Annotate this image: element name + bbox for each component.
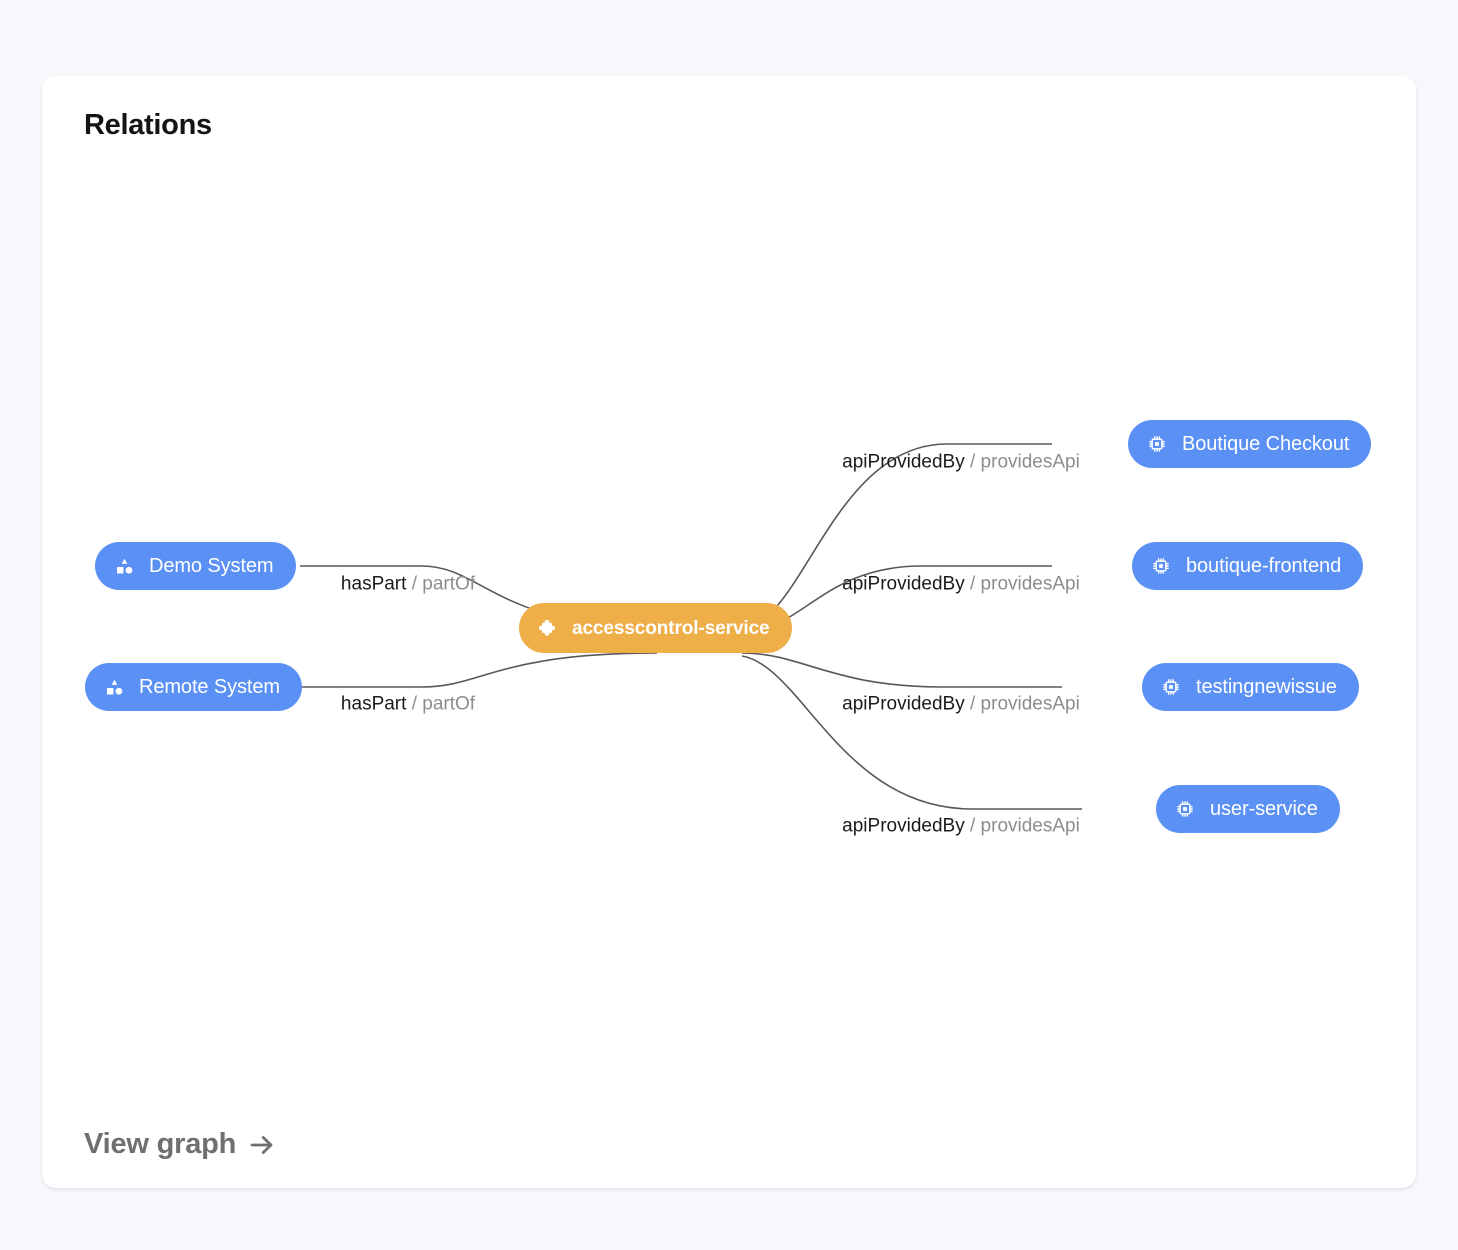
graph-node-label: boutique-frontend (1186, 555, 1342, 577)
edge-label-demo-system: hasPart / partOf (341, 575, 475, 594)
edge-label-forward: hasPart (340, 693, 407, 715)
edge-label-reverse: providesApi (980, 815, 1080, 837)
graph-node-accesscontrol-service[interactable]: accesscontrol-service (519, 603, 792, 653)
edge-label-reverse: providesApi (980, 693, 1080, 715)
edge-remote-system (300, 652, 658, 688)
view-graph-link[interactable]: View graph (84, 1128, 277, 1161)
graph-node-label: Remote System (139, 676, 280, 698)
edge-label-separator: / (411, 573, 417, 595)
graph-node-boutique-frontend[interactable]: boutique-frontend (1132, 542, 1364, 590)
edge-label-separator: / (969, 693, 976, 715)
relations-graph: Demo System Remote System (42, 76, 1416, 1188)
edge-label-forward: apiProvidedBy (842, 693, 965, 715)
edge-label-reverse: partOf (422, 573, 476, 595)
edge-label-forward: hasPart (340, 573, 407, 595)
graph-node-label: testingnewissue (1196, 676, 1337, 698)
shapes-icon (103, 676, 125, 698)
edge-testingnewissue (741, 652, 1062, 688)
arrow-right-icon (247, 1130, 277, 1160)
edge-label-boutique-frontend: apiProvidedBy / providesApi (842, 575, 1080, 594)
page-title: Relations (84, 109, 212, 141)
edge-label-separator: / (411, 693, 417, 715)
edge-label-forward: apiProvidedBy (842, 815, 965, 837)
puzzle-piece-icon (537, 617, 559, 639)
edge-label-forward: apiProvidedBy (842, 573, 965, 595)
graph-node-boutique-checkout[interactable]: Boutique Checkout (1128, 420, 1372, 468)
edge-label-forward: apiProvidedBy (842, 451, 965, 473)
edge-label-reverse: partOf (422, 693, 476, 715)
edge-label-remote-system: hasPart / partOf (341, 695, 475, 714)
edge-label-user-service: apiProvidedBy / providesApi (842, 817, 1080, 836)
graph-node-demo-system[interactable]: Demo System (95, 542, 296, 590)
edge-label-separator: / (969, 573, 976, 595)
view-graph-label: View graph (84, 1128, 237, 1160)
shapes-icon (113, 555, 135, 577)
edge-user-service (741, 655, 1082, 810)
graph-node-label: Demo System (149, 555, 274, 577)
cpu-chip-icon (1174, 798, 1196, 820)
edge-label-separator: / (969, 815, 976, 837)
cpu-chip-icon (1146, 433, 1168, 455)
edge-label-reverse: providesApi (980, 573, 1080, 595)
graph-node-remote-system[interactable]: Remote System (85, 663, 302, 711)
edge-label-boutique-checkout: apiProvidedBy / providesApi (842, 453, 1080, 472)
cpu-chip-icon (1160, 676, 1182, 698)
edge-label-separator: / (969, 451, 976, 473)
graph-node-testingnewissue[interactable]: testingnewissue (1142, 663, 1359, 711)
edge-label-testingnewissue: apiProvidedBy / providesApi (842, 695, 1080, 714)
graph-node-label: Boutique Checkout (1182, 433, 1350, 455)
relations-card: Relations (42, 76, 1416, 1188)
graph-node-label: accesscontrol-service (572, 617, 770, 639)
graph-node-label: user-service (1210, 798, 1318, 820)
cpu-chip-icon (1150, 555, 1172, 577)
edge-label-reverse: providesApi (980, 451, 1080, 473)
graph-node-user-service[interactable]: user-service (1156, 785, 1340, 833)
